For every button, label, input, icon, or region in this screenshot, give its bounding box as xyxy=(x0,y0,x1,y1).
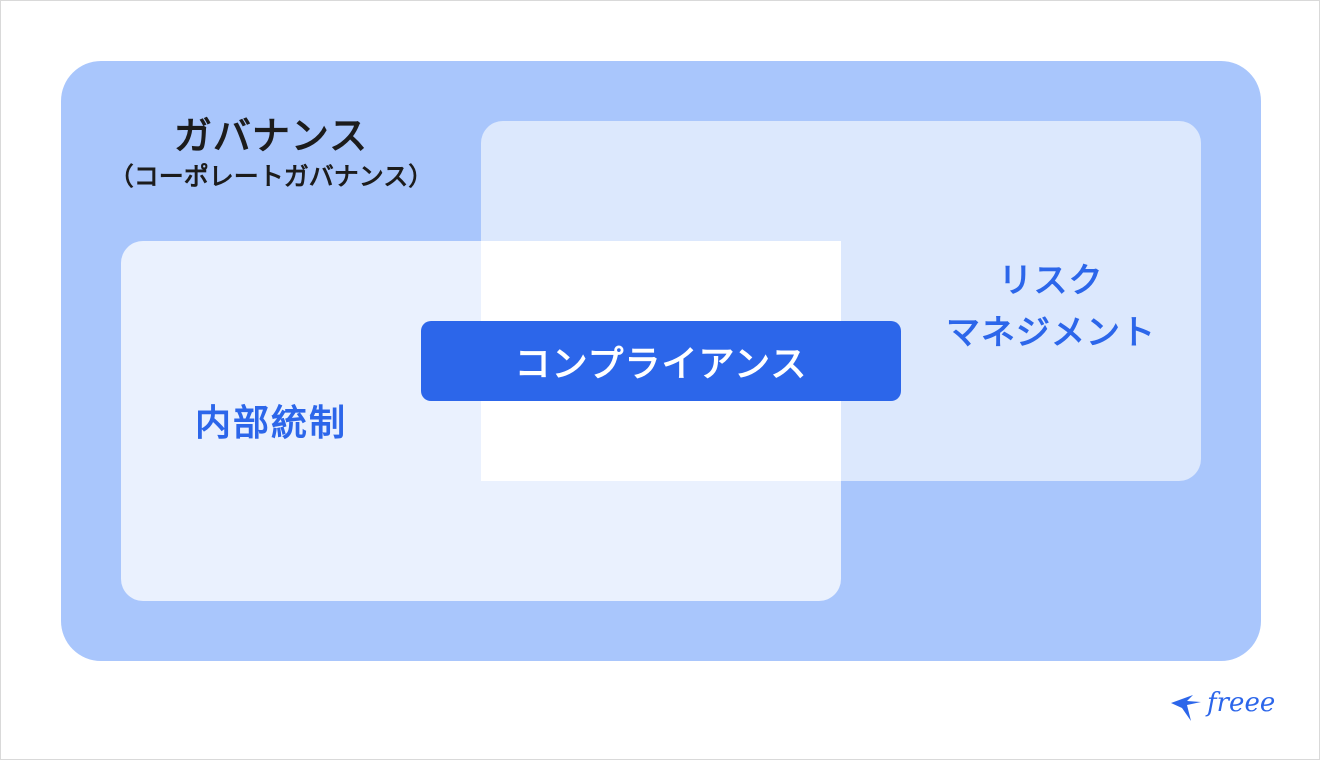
governance-subtitle: （コーポレートガバナンス） xyxy=(108,162,434,191)
compliance-label: コンプライアンス xyxy=(514,344,808,385)
freee-logo: freee xyxy=(1167,681,1291,729)
internal-control-label: 内部統制 xyxy=(194,403,347,444)
compliance-bar: コンプライアンス xyxy=(421,321,901,401)
governance-title: ガバナンス xyxy=(173,114,369,158)
risk-management-label-line2: マネジメント xyxy=(946,313,1156,353)
risk-management-label-line1: リスク xyxy=(998,261,1104,301)
risk-management-label: リスク マネジメント xyxy=(901,255,1201,359)
svg-text:freee: freee xyxy=(1205,688,1275,718)
freee-bird-logo-icon: freee xyxy=(1171,688,1275,721)
